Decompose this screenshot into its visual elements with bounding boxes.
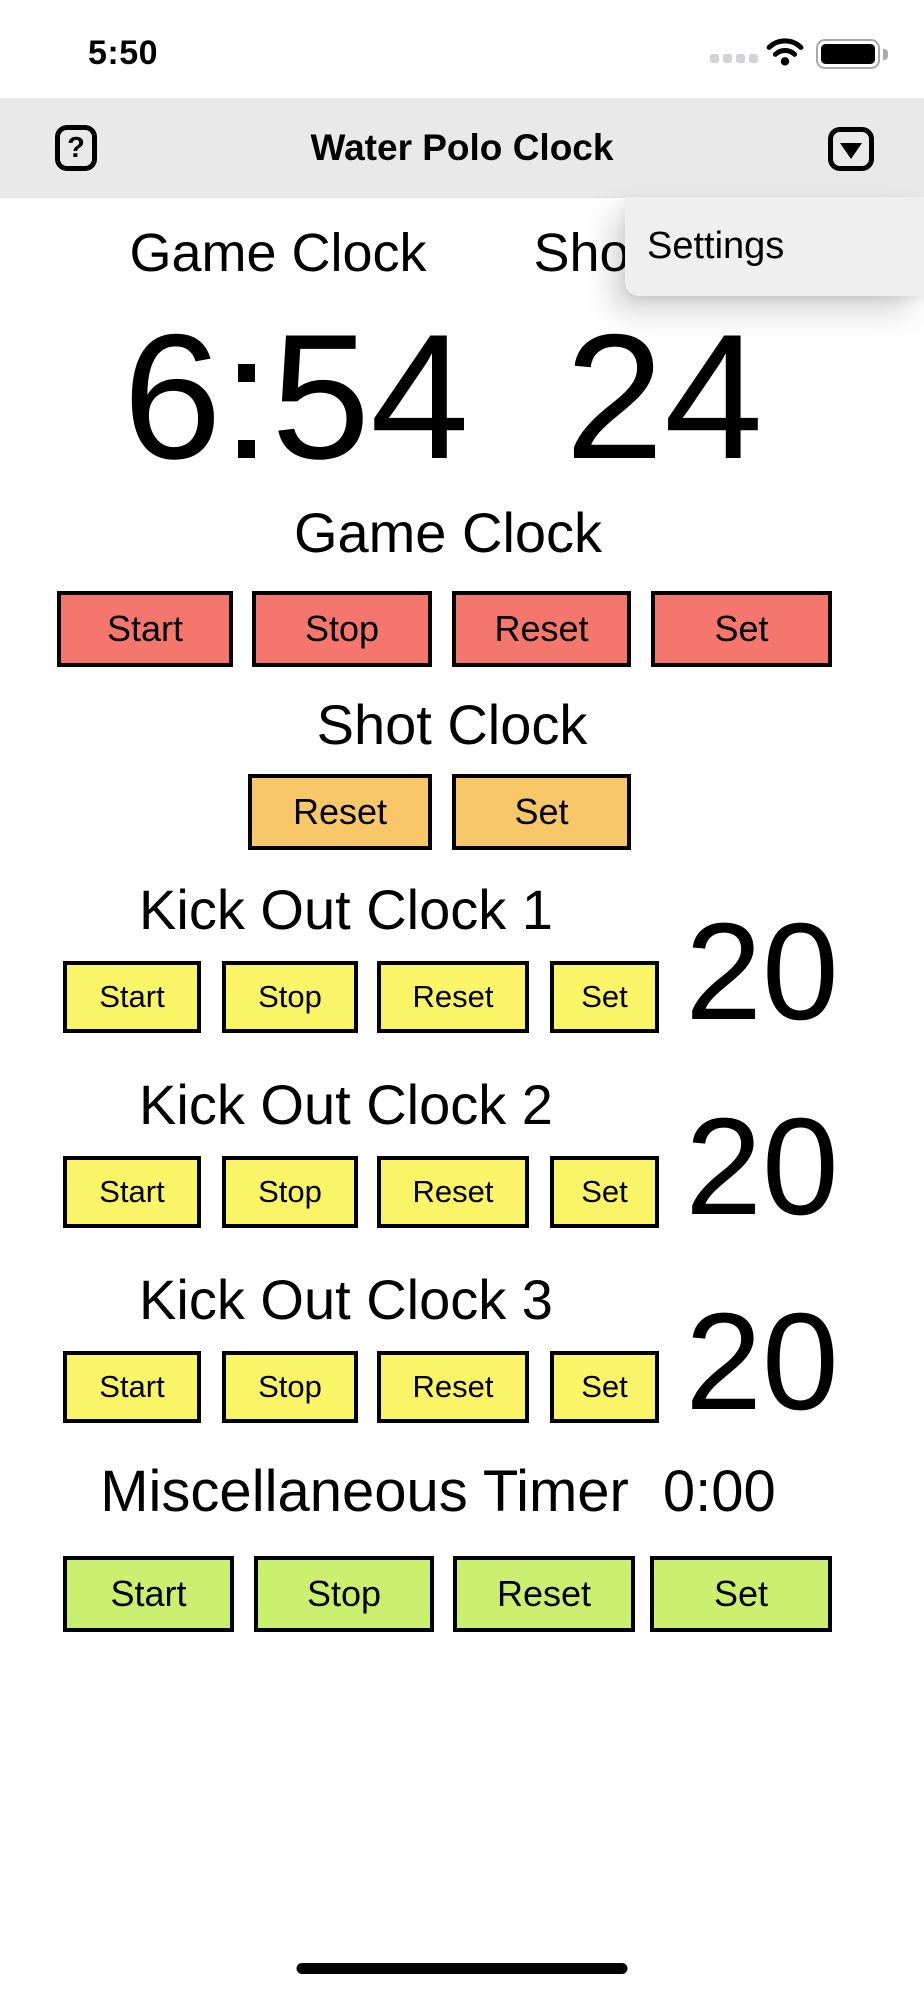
kick-out-clock-3-value: 20 — [685, 1285, 839, 1439]
game-start-button[interactable]: Start — [57, 591, 233, 667]
kick1-set-button[interactable]: Set — [550, 961, 659, 1033]
game-reset-button[interactable]: Reset — [452, 591, 631, 667]
kick-out-clock-2-value: 20 — [685, 1090, 839, 1244]
misc-stop-button[interactable]: Stop — [254, 1556, 434, 1632]
game-clock-header: Game Clock — [129, 223, 427, 283]
help-button[interactable]: ? — [55, 125, 97, 171]
shot-set-button[interactable]: Set — [452, 774, 631, 850]
shot-clock-section-label: Shot Clock — [316, 693, 588, 756]
misc-reset-button[interactable]: Reset — [453, 1556, 635, 1632]
nav-bar: ? Water Polo Clock — [0, 98, 924, 197]
question-mark-icon: ? — [67, 131, 85, 164]
wifi-icon — [766, 38, 804, 66]
kick2-stop-button[interactable]: Stop — [222, 1156, 358, 1228]
menu-dropdown-button[interactable] — [828, 127, 874, 171]
kick-out-clock-1-row: Kick Out Clock 1 20 Start Stop Reset Set — [0, 875, 924, 1070]
game-clock-value: 6:54 — [122, 297, 470, 496]
menu-item-settings[interactable]: Settings — [647, 225, 785, 267]
kick1-stop-button[interactable]: Stop — [222, 961, 358, 1033]
kick-out-clock-3-row: Kick Out Clock 3 20 Start Stop Reset Set — [0, 1265, 924, 1460]
home-indicator[interactable] — [296, 1963, 628, 1974]
kick3-start-button[interactable]: Start — [63, 1351, 201, 1423]
kick3-set-button[interactable]: Set — [550, 1351, 659, 1423]
misc-timer-value: 0:00 — [662, 1459, 776, 1524]
page-title: Water Polo Clock — [310, 127, 614, 168]
misc-start-button[interactable]: Start — [63, 1556, 234, 1632]
shot-clock-value: 24 — [565, 297, 763, 496]
kick3-stop-button[interactable]: Stop — [222, 1351, 358, 1423]
misc-timer-title: Miscellaneous Timer 0:00 — [100, 1458, 776, 1525]
kick2-set-button[interactable]: Set — [550, 1156, 659, 1228]
misc-set-button[interactable]: Set — [650, 1556, 832, 1632]
kick3-reset-button[interactable]: Reset — [377, 1351, 529, 1423]
game-set-button[interactable]: Set — [651, 591, 832, 667]
triangle-down-icon — [840, 142, 862, 159]
kick-out-clock-3-label: Kick Out Clock 3 — [139, 1268, 553, 1331]
battery-nub — [883, 49, 888, 60]
kick2-start-button[interactable]: Start — [63, 1156, 201, 1228]
kick2-reset-button[interactable]: Reset — [377, 1156, 529, 1228]
kick-out-clock-1-label: Kick Out Clock 1 — [139, 878, 553, 941]
battery-icon — [816, 39, 880, 69]
cellular-signal-icon — [710, 54, 758, 63]
kick-out-clock-2-label: Kick Out Clock 2 — [139, 1073, 553, 1136]
kick1-reset-button[interactable]: Reset — [377, 961, 529, 1033]
misc-timer-label: Miscellaneous Timer — [100, 1459, 629, 1524]
kick1-start-button[interactable]: Start — [63, 961, 201, 1033]
shot-reset-button[interactable]: Reset — [248, 774, 432, 850]
game-clock-section-label: Game Clock — [293, 501, 603, 564]
dropdown-menu: Settings — [625, 197, 924, 296]
game-stop-button[interactable]: Stop — [252, 591, 432, 667]
kick-out-clock-2-row: Kick Out Clock 2 20 Start Stop Reset Set — [0, 1070, 924, 1265]
kick-out-clock-1-value: 20 — [685, 895, 839, 1049]
status-time: 5:50 — [88, 34, 159, 72]
